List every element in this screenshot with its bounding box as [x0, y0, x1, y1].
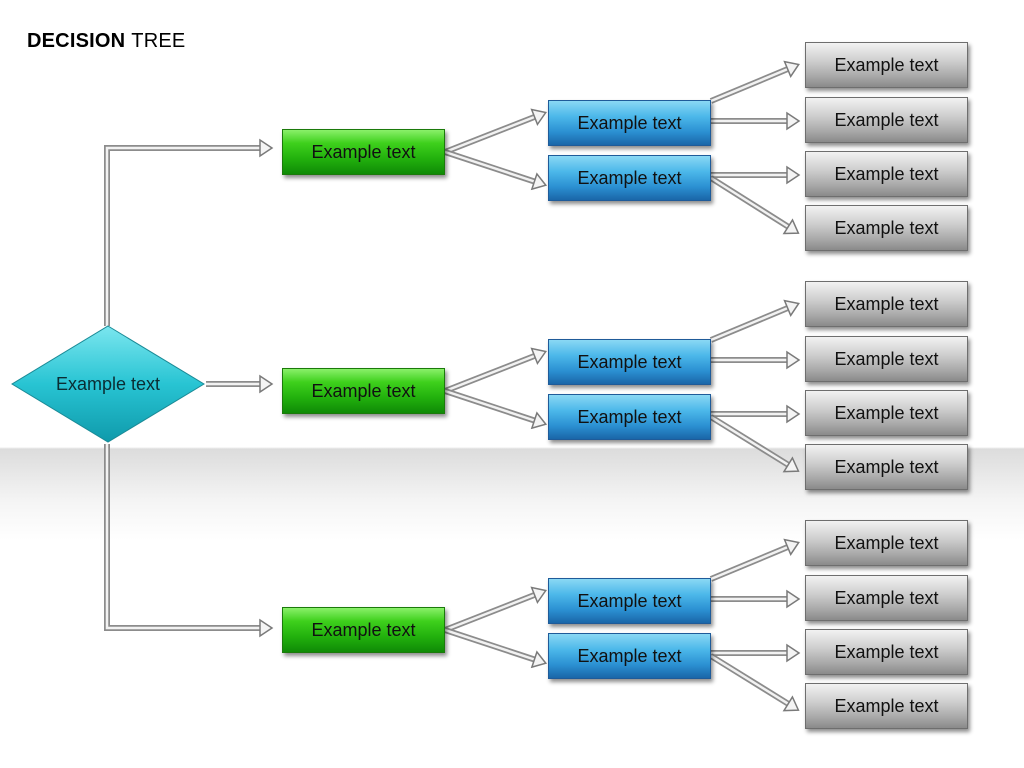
connector-19	[711, 589, 801, 609]
level3-node-2[interactable]: Example text	[805, 97, 968, 143]
level3-node-8[interactable]: Example text	[805, 444, 968, 490]
level2-node-2[interactable]: Example text	[548, 155, 711, 201]
level2-node-1[interactable]: Example text	[548, 100, 711, 146]
connector-5	[444, 149, 548, 191]
connector-4	[443, 108, 547, 155]
connector-7	[444, 388, 548, 430]
diamond-shape	[11, 325, 205, 443]
level3-node-3[interactable]: Example text	[805, 151, 968, 197]
level1-node-3[interactable]: Example text	[282, 607, 445, 653]
connector-8	[443, 586, 547, 633]
level2-node-6[interactable]: Example text	[548, 633, 711, 679]
level1-node-1[interactable]: Example text	[282, 129, 445, 175]
connector-21	[709, 653, 800, 712]
level3-node-1[interactable]: Example text	[805, 42, 968, 88]
node-label: Example text	[834, 348, 939, 369]
node-label: Example text	[834, 293, 939, 314]
connector-3	[104, 444, 274, 638]
level3-node-7[interactable]: Example text	[805, 390, 968, 436]
level2-node-4[interactable]: Example text	[548, 394, 711, 440]
title-bold: DECISION	[27, 30, 126, 52]
node-label: Example text	[577, 112, 682, 133]
node-label: Example text	[834, 695, 939, 716]
level3-node-5[interactable]: Example text	[805, 281, 968, 327]
node-label: Example text	[834, 54, 939, 75]
level3-node-12[interactable]: Example text	[805, 683, 968, 729]
node-label: Example text	[577, 590, 682, 611]
node-label: Example text	[577, 645, 682, 666]
connector-20	[711, 643, 801, 663]
root-label: Example text	[55, 373, 161, 394]
node-label: Example text	[834, 456, 939, 477]
root-decision-node[interactable]: Example text	[10, 324, 206, 444]
node-label: Example text	[311, 141, 416, 162]
level2-node-5[interactable]: Example text	[548, 578, 711, 624]
connector-15	[711, 350, 801, 370]
node-label: Example text	[834, 587, 939, 608]
title-normal: TREE	[131, 30, 186, 52]
node-label: Example text	[577, 351, 682, 372]
level3-node-9[interactable]: Example text	[805, 520, 968, 566]
node-label: Example text	[577, 167, 682, 188]
level3-node-4[interactable]: Example text	[805, 205, 968, 251]
connector-1	[104, 138, 274, 326]
connector-17	[709, 414, 800, 473]
connector-6	[443, 347, 547, 394]
connector-9	[444, 627, 548, 669]
connector-11	[711, 111, 801, 131]
level3-node-10[interactable]: Example text	[805, 575, 968, 621]
node-label: Example text	[577, 406, 682, 427]
connector-18	[709, 538, 800, 582]
node-label: Example text	[834, 402, 939, 423]
connector-16	[711, 404, 801, 424]
connector-10	[709, 60, 800, 104]
level3-node-11[interactable]: Example text	[805, 629, 968, 675]
connector-2	[206, 374, 274, 394]
node-label: Example text	[311, 619, 416, 640]
connector-13	[709, 175, 800, 235]
connector-14	[709, 299, 800, 343]
node-label: Example text	[311, 380, 416, 401]
connector-12	[711, 165, 801, 185]
level1-node-2[interactable]: Example text	[282, 368, 445, 414]
node-label: Example text	[834, 641, 939, 662]
node-label: Example text	[834, 532, 939, 553]
level3-node-6[interactable]: Example text	[805, 336, 968, 382]
node-label: Example text	[834, 109, 939, 130]
level2-node-3[interactable]: Example text	[548, 339, 711, 385]
node-label: Example text	[834, 217, 939, 238]
node-label: Example text	[834, 163, 939, 184]
